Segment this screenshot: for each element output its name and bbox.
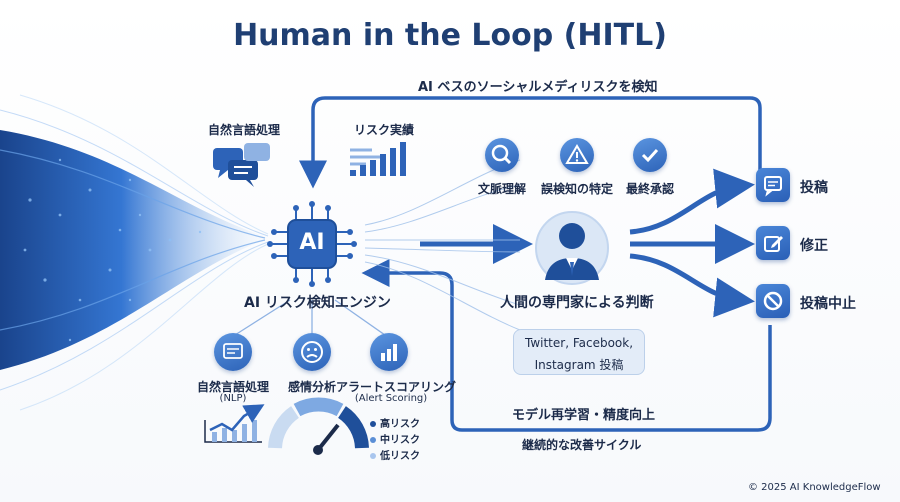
nlp-icon (214, 333, 252, 371)
outcome-stop-label: 投稿中止 (800, 296, 856, 312)
top-loop-label: AI ベスのソーシャルメディリスクを検知 (418, 80, 658, 95)
trend-chart-icon (204, 404, 265, 443)
post-icon (756, 168, 790, 202)
check-label-approval: 最終承認 (625, 182, 674, 196)
risk-gauge (268, 397, 369, 455)
bottom-loop-arrow (361, 259, 772, 432)
engine-label: AI リスク検知エンジン (244, 295, 391, 311)
outcome-edit-label: 修正 (800, 238, 828, 254)
social-platforms-box: Twitter, Facebook, Instagram 投稿 (513, 329, 645, 375)
prohibit-icon (756, 284, 790, 318)
feature-sentiment-label: 感情分析 (287, 380, 336, 394)
outcome-post-label: 投稿 (800, 180, 828, 196)
ai-chip-icon (267, 201, 357, 287)
human-label: 人間の専門家による判断 (500, 295, 654, 311)
feature-alert-label: アラートスコアリング (336, 380, 457, 394)
feature-nlp-label: 自然言語処理 (196, 380, 269, 394)
human-expert-icon (535, 211, 609, 285)
legend-high-dot (370, 421, 376, 427)
social-line-2: Instagram 投稿 (534, 358, 624, 372)
top-loop-arrow (299, 96, 762, 189)
legend-low: 低リスク (380, 451, 420, 462)
social-line-1: Twitter, Facebook, (524, 336, 634, 350)
legend-mid: 中リスク (380, 435, 420, 446)
footer-copyright: © 2025 AI KnowledgeFlow (748, 482, 881, 493)
bottom-loop-sub: 継続的な改善サイクル (522, 438, 642, 452)
ai-chip-label: AI (299, 230, 325, 255)
output-arrows (629, 168, 755, 318)
check-label-false-positive: 誤検知の特定 (540, 182, 613, 196)
speech-bubbles-icon (213, 143, 270, 187)
legend-mid-dot (370, 437, 376, 443)
risk-results-chart-icon (350, 142, 406, 176)
nlp-top-label: 自然言語処理 (208, 123, 281, 137)
sentiment-icon (293, 333, 331, 371)
feature-connectors (234, 299, 386, 336)
feature-nlp-sub: (NLP) (219, 393, 247, 404)
legend-high: 高リスク (380, 419, 420, 430)
bottom-loop-label: モデル再学習・精度向上 (512, 408, 656, 423)
warning-icon (560, 138, 594, 172)
alert-scoring-icon (370, 333, 408, 371)
page-title: Human in the Loop (HITL) (233, 18, 667, 53)
edit-icon (756, 226, 790, 260)
feature-alert-sub: (Alert Scoring) (354, 393, 428, 404)
legend-low-dot (370, 453, 376, 459)
check-icon (633, 138, 667, 172)
data-stream-wave (0, 94, 270, 411)
risk-results-label: リスク実績 (354, 123, 415, 137)
check-label-context: 文脈理解 (477, 182, 526, 196)
search-icon (485, 138, 519, 172)
